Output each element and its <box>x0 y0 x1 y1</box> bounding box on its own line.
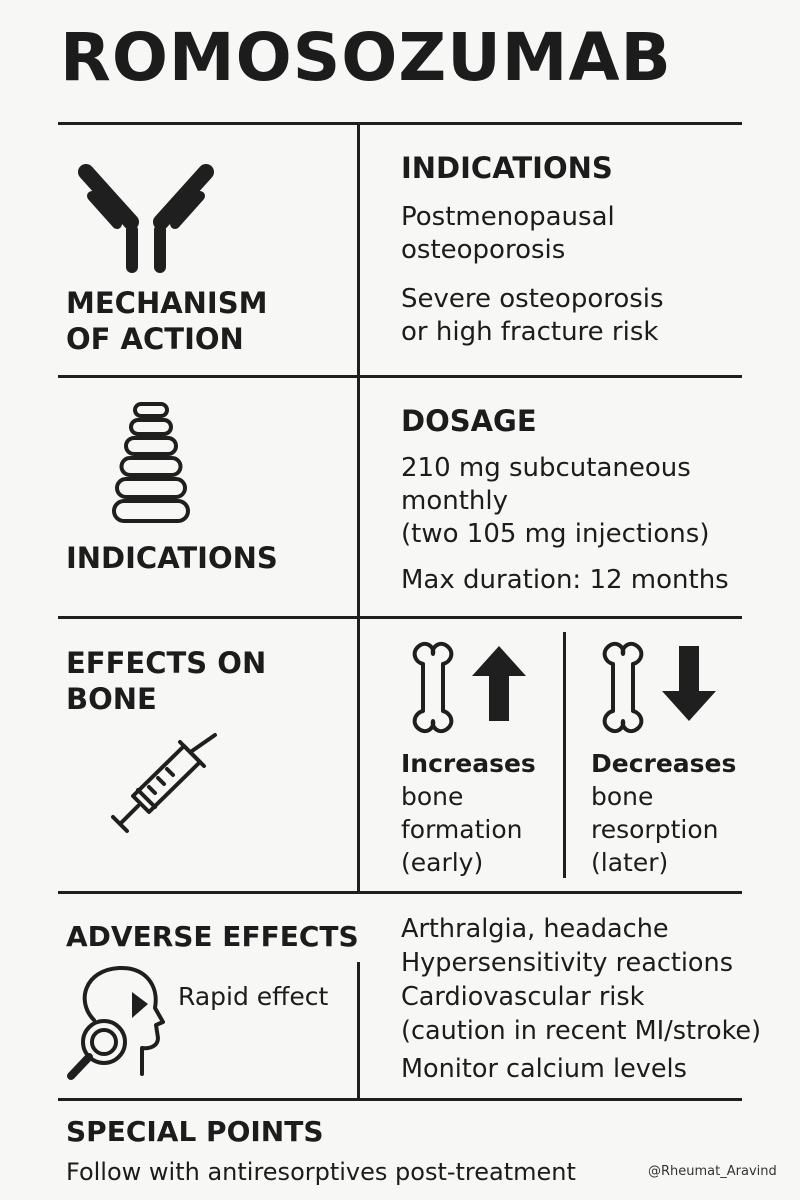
indication-item: Severe osteoporosis or high fracture ris… <box>401 283 664 349</box>
arrow-up-icon <box>472 646 526 721</box>
author-credit: @Rheumat_Aravind <box>648 1164 777 1179</box>
decrease-text: Decreases bone resorption (later) <box>591 747 736 879</box>
column-divider <box>357 124 360 892</box>
decrease-line: bone <box>591 782 654 811</box>
mechanism-heading-line: OF ACTION <box>66 322 244 357</box>
syringe-icon <box>111 733 217 833</box>
increase-label: Increases <box>401 749 536 778</box>
antibody-icon <box>78 164 214 273</box>
adverse-line: Arthralgia, headache <box>401 914 669 944</box>
head-magnifier-icon <box>67 965 165 1080</box>
indication-text: Postmenopausal <box>401 202 615 232</box>
increase-line: bone <box>401 782 464 811</box>
dosage-line: (two 105 mg injections) <box>401 519 710 549</box>
adverse-line: Hypersensitivity reactions <box>401 948 733 978</box>
indication-text: osteoporosis <box>401 235 566 265</box>
effects-heading-line: BONE <box>66 682 157 717</box>
effects-heading: EFFECTS ON BONE <box>66 645 266 718</box>
dosage-duration: Max duration: 12 months <box>401 565 729 595</box>
bone-icon <box>412 641 454 734</box>
adverse-line: (caution in recent MI/stroke) <box>401 1016 762 1046</box>
increase-line: formation <box>401 815 523 844</box>
adverse-heading: ADVERSE EFFECTS <box>66 920 359 953</box>
indications-heading: INDICATIONS <box>401 151 613 185</box>
special-heading: SPECIAL POINTS <box>66 1115 324 1148</box>
increase-text: Increases bone formation (early) <box>401 747 536 879</box>
dosage-heading: DOSAGE <box>401 404 537 438</box>
column-divider <box>357 962 360 1098</box>
adverse-list: Arthralgia, headache Hypersensitivity re… <box>401 912 761 1086</box>
adverse-line: Cardiovascular risk <box>401 982 645 1012</box>
indications-left-heading: INDICATIONS <box>66 541 278 575</box>
divider <box>58 1098 742 1101</box>
indication-text: or high fracture risk <box>401 317 659 347</box>
rapid-effect-label: Rapid effect <box>178 982 329 1011</box>
indication-text: Severe osteoporosis <box>401 284 664 314</box>
special-text: Follow with antiresorptives post-treatme… <box>66 1158 576 1186</box>
decrease-line: resorption <box>591 815 719 844</box>
divider <box>58 616 742 619</box>
spine-icon <box>112 402 190 523</box>
column-divider <box>563 632 566 878</box>
divider <box>58 891 742 894</box>
page-title: ROMOSOZUMAB <box>60 19 672 96</box>
arrow-down-icon <box>662 646 716 721</box>
dosage-line: monthly <box>401 486 508 516</box>
dosage-line: 210 mg subcutaneous <box>401 453 691 483</box>
mechanism-heading: MECHANISM OF ACTION <box>66 285 267 358</box>
bone-icon <box>602 641 644 734</box>
decrease-label: Decreases <box>591 749 737 778</box>
divider <box>58 122 742 125</box>
dosage-text: 210 mg subcutaneous monthly (two 105 mg … <box>401 452 709 551</box>
increase-line: (early) <box>401 848 484 877</box>
indication-item: Postmenopausal osteoporosis <box>401 201 615 267</box>
decrease-line: (later) <box>591 848 669 877</box>
divider <box>58 375 742 378</box>
effects-heading-line: EFFECTS ON <box>66 646 267 680</box>
mechanism-heading-line: MECHANISM <box>66 286 268 320</box>
adverse-line: Monitor calcium levels <box>401 1054 687 1084</box>
